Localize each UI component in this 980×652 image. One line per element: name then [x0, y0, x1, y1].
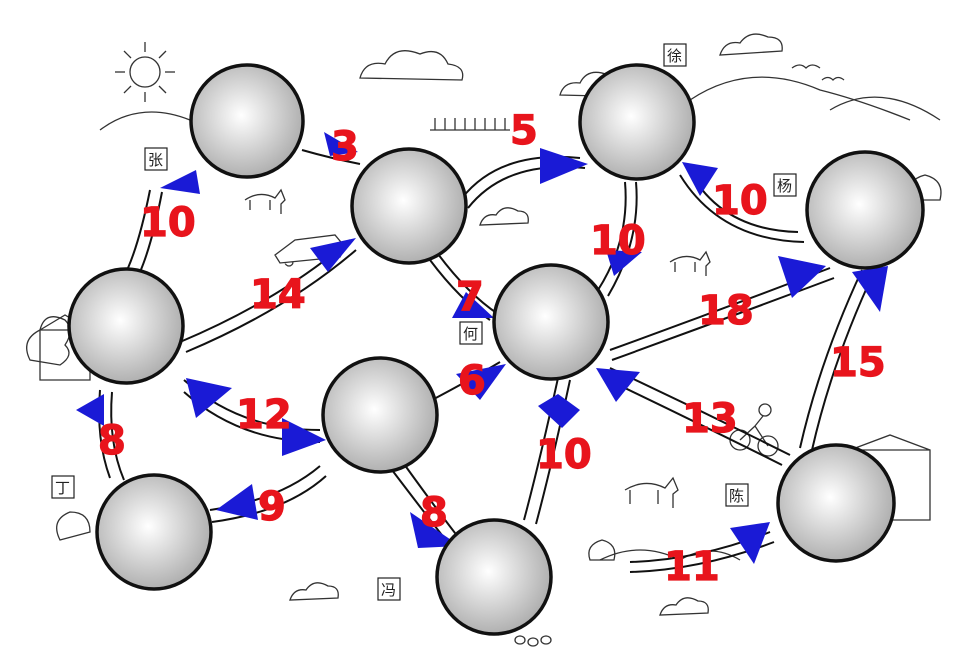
weight-label: 18	[698, 288, 754, 334]
sign-feng: 冯	[377, 577, 401, 601]
node-center-left[interactable]	[321, 356, 439, 474]
cloud-icon	[719, 33, 783, 56]
weight-label: 12	[236, 392, 292, 438]
bush-outline	[56, 511, 91, 541]
weight-label: 8	[420, 490, 448, 536]
horse-icon	[669, 250, 711, 276]
arrow-icon	[730, 522, 770, 564]
hill-outline	[599, 549, 741, 561]
bird-icon	[791, 64, 821, 69]
svg-text:何: 何	[463, 325, 478, 343]
sign-he: 何	[459, 321, 483, 345]
svg-text:丁: 丁	[55, 479, 70, 497]
sign-zhang: 张	[144, 147, 168, 171]
arrow-icon	[596, 368, 640, 402]
arrow-icon	[452, 292, 494, 318]
sign-chen: 陈	[725, 483, 749, 507]
svg-text:徐: 徐	[667, 47, 682, 65]
arrow-icon	[682, 162, 718, 196]
weight-label: 7	[456, 274, 484, 320]
node-yang[interactable]	[805, 150, 925, 270]
nodes	[67, 63, 925, 636]
bush-outline	[588, 539, 616, 561]
arrow-icon	[216, 484, 258, 520]
arrow-icon	[410, 512, 460, 548]
fence-outline	[430, 118, 510, 131]
weight-label: 10	[712, 178, 768, 224]
node-top-center[interactable]	[350, 147, 468, 265]
node-zhang[interactable]	[189, 63, 305, 179]
weight-label: 9	[258, 484, 286, 530]
hill-outline	[99, 111, 191, 131]
weight-label: 10	[590, 218, 646, 264]
arrow-icon	[778, 256, 826, 298]
node-xu[interactable]	[578, 63, 696, 181]
node-feng[interactable]	[435, 518, 553, 636]
svg-text:冯: 冯	[381, 581, 396, 599]
weight-label: 15	[830, 340, 886, 386]
arrow-icon	[538, 394, 580, 428]
svg-text:张: 张	[148, 151, 163, 169]
weight-label: 3	[331, 124, 359, 170]
arrows	[76, 132, 888, 564]
sign-posts: 张 徐 杨 何 丁 陈 冯	[51, 43, 797, 601]
weight-label: 6	[458, 358, 486, 404]
node-chen[interactable]	[776, 443, 896, 563]
arrow-icon	[606, 250, 642, 276]
weight-label: 10	[536, 432, 592, 478]
arrow-icon	[310, 238, 356, 272]
node-left[interactable]	[67, 267, 185, 385]
edge-weights: 3 5 10 10 10 14 7 18 6 15 12 13 8 10 8 9…	[97, 107, 886, 590]
cloud-icon	[479, 207, 529, 226]
cloud-icon	[659, 597, 709, 616]
bush-outline	[26, 316, 71, 366]
weight-label: 11	[664, 544, 720, 590]
sun-icon	[115, 42, 175, 102]
weight-label: 13	[682, 396, 738, 442]
arrow-icon	[324, 132, 358, 156]
sign-ding: 丁	[51, 475, 75, 499]
hill-outline	[689, 76, 911, 121]
weight-label: 10	[140, 200, 196, 246]
weight-label: 8	[98, 418, 126, 464]
weight-label: 14	[250, 272, 306, 318]
bird-icon	[821, 76, 845, 81]
arrow-icon	[282, 418, 326, 456]
arrow-icon	[540, 148, 588, 184]
horse-icon	[244, 188, 286, 214]
node-ding[interactable]	[95, 473, 213, 591]
stones-outline	[514, 635, 552, 647]
weight-label: 5	[510, 108, 538, 154]
sign-yang: 杨	[773, 173, 797, 197]
cloud-icon	[359, 50, 464, 81]
sign-xu: 徐	[663, 43, 687, 67]
arrow-icon	[76, 394, 104, 426]
arrow-icon	[186, 378, 232, 418]
arrow-icon	[852, 266, 888, 312]
horse-icon	[624, 476, 679, 508]
cloud-icon	[289, 582, 339, 601]
svg-text:陈: 陈	[729, 487, 744, 505]
svg-text:杨: 杨	[777, 177, 792, 195]
node-he[interactable]	[492, 263, 610, 381]
arrow-icon	[456, 364, 506, 400]
arrow-icon	[160, 170, 200, 194]
hill-outline	[829, 96, 941, 121]
